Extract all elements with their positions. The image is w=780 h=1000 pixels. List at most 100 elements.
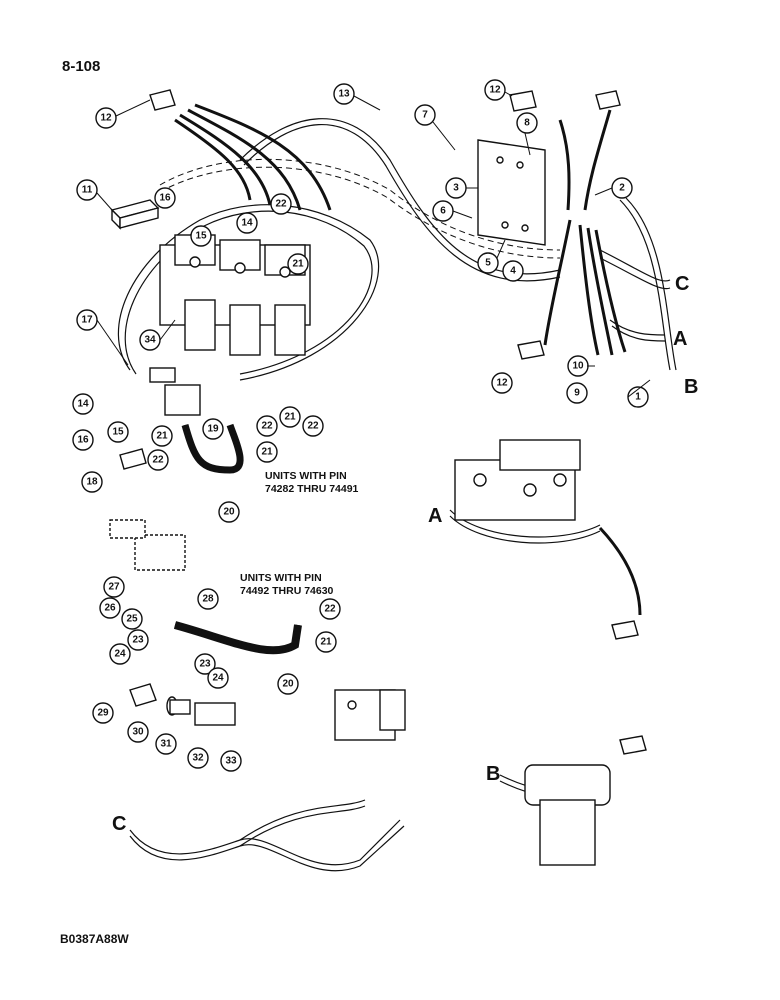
svg-text:29: 29	[97, 708, 109, 719]
connection-letter-b-bottom: B	[486, 763, 500, 785]
connection-letter-a-mid: A	[428, 505, 442, 527]
callout-c6: 3	[445, 177, 467, 199]
callout-c23: 14	[72, 393, 94, 415]
connection-letter-b-top: B	[684, 376, 698, 398]
svg-text:5: 5	[485, 258, 491, 269]
tee-block-19	[149, 367, 201, 416]
callout-c35: 27	[103, 576, 125, 598]
callout-c30: 22	[256, 415, 278, 437]
callout-c18: 34	[139, 329, 161, 351]
callout-c24: 16	[72, 429, 94, 451]
callout-c37: 25	[121, 608, 143, 630]
svg-text:34: 34	[144, 335, 156, 346]
callout-c45: 20	[277, 673, 299, 695]
svg-text:22: 22	[152, 455, 164, 466]
control-valve-34	[159, 234, 311, 356]
svg-text:20: 20	[223, 507, 235, 518]
callout-c49: 32	[187, 747, 209, 769]
svg-text:21: 21	[320, 637, 332, 648]
hose-bundle-right	[543, 109, 677, 371]
callout-c26: 21	[151, 425, 173, 447]
callout-c25: 15	[107, 421, 129, 443]
svg-text:30: 30	[132, 727, 144, 738]
svg-text:33: 33	[225, 756, 237, 767]
pin-range-note-upper: UNITS WITH PIN 74282 THRU 74491	[265, 470, 358, 496]
svg-text:23: 23	[132, 635, 144, 646]
svg-text:32: 32	[192, 753, 204, 764]
leader-lines	[96, 91, 651, 398]
note-line: 74492 THRU 74630	[240, 585, 334, 597]
svg-text:3: 3	[453, 183, 459, 194]
svg-text:2: 2	[619, 183, 625, 194]
hose-bundle-upper-left	[174, 103, 332, 211]
callout-c14: 14	[236, 212, 258, 234]
fitting-parts-29-33	[129, 683, 236, 726]
svg-text:15: 15	[112, 427, 124, 438]
note-line: 74282 THRU 74491	[265, 483, 359, 495]
hose-17	[117, 204, 380, 381]
filter-canister	[524, 764, 611, 866]
callout-c29: 19	[202, 418, 224, 440]
svg-text:22: 22	[275, 199, 287, 210]
svg-text:21: 21	[284, 412, 296, 423]
svg-text:15: 15	[195, 231, 207, 242]
svg-text:14: 14	[241, 218, 253, 229]
svg-text:21: 21	[261, 447, 273, 458]
svg-text:16: 16	[77, 435, 89, 446]
svg-text:22: 22	[307, 421, 319, 432]
callout-c15: 22	[270, 193, 292, 215]
svg-text:11: 11	[82, 185, 93, 196]
svg-text:28: 28	[202, 594, 214, 605]
callout-c39: 24	[109, 643, 131, 665]
valve-block-a	[454, 439, 581, 521]
svg-text:25: 25	[126, 614, 138, 625]
callout-c16: 21	[287, 253, 309, 275]
callout-c44: 24	[207, 667, 229, 689]
svg-text:10: 10	[572, 361, 584, 372]
svg-text:26: 26	[104, 603, 116, 614]
callout-c46: 29	[92, 702, 114, 724]
svg-text:18: 18	[86, 477, 98, 488]
svg-text:12: 12	[100, 113, 112, 124]
callout-c20: 10	[567, 355, 589, 377]
callout-c32: 21	[256, 441, 278, 463]
svg-text:12: 12	[489, 85, 501, 96]
callout-c38: 23	[127, 629, 149, 651]
svg-text:19: 19	[207, 424, 219, 435]
elbow-fittings	[119, 89, 647, 755]
svg-text:22: 22	[324, 604, 336, 615]
callout-c5: 8	[516, 112, 538, 134]
callout-c9: 5	[477, 252, 499, 274]
hose-line-a	[449, 509, 642, 616]
callout-c4: 7	[414, 104, 436, 126]
callout-c47: 30	[127, 721, 149, 743]
block-11	[110, 199, 160, 230]
callout-c42: 21	[315, 631, 337, 653]
svg-text:1: 1	[635, 392, 641, 403]
hose-20-upper	[181, 423, 244, 474]
callout-c43: 23	[194, 653, 216, 675]
callout-c13: 15	[190, 225, 212, 247]
callout-c21: 9	[566, 382, 588, 404]
callout-c19: 12	[491, 372, 513, 394]
connection-letter-a-top: A	[673, 328, 687, 350]
hose-line-c	[129, 799, 405, 872]
callout-c7: 2	[611, 177, 633, 199]
callout-c12: 16	[154, 187, 176, 209]
callout-c48: 31	[155, 733, 177, 755]
svg-text:7: 7	[422, 110, 428, 121]
figure-code: B0387A88W	[60, 932, 129, 946]
callout-c28: 18	[81, 471, 103, 493]
svg-text:24: 24	[114, 649, 126, 660]
callout-c2: 13	[333, 83, 355, 105]
svg-text:17: 17	[81, 315, 93, 326]
valve-block-lower	[334, 689, 406, 741]
page-number: 8-108	[62, 58, 101, 75]
connection-letter-c-bottom: C	[112, 813, 126, 835]
callout-c33: 22	[302, 415, 324, 437]
connection-letter-c-top: C	[675, 273, 689, 295]
hose-20-lower	[173, 621, 302, 655]
callout-c40: 28	[197, 588, 219, 610]
mounting-plate-3	[477, 139, 546, 246]
